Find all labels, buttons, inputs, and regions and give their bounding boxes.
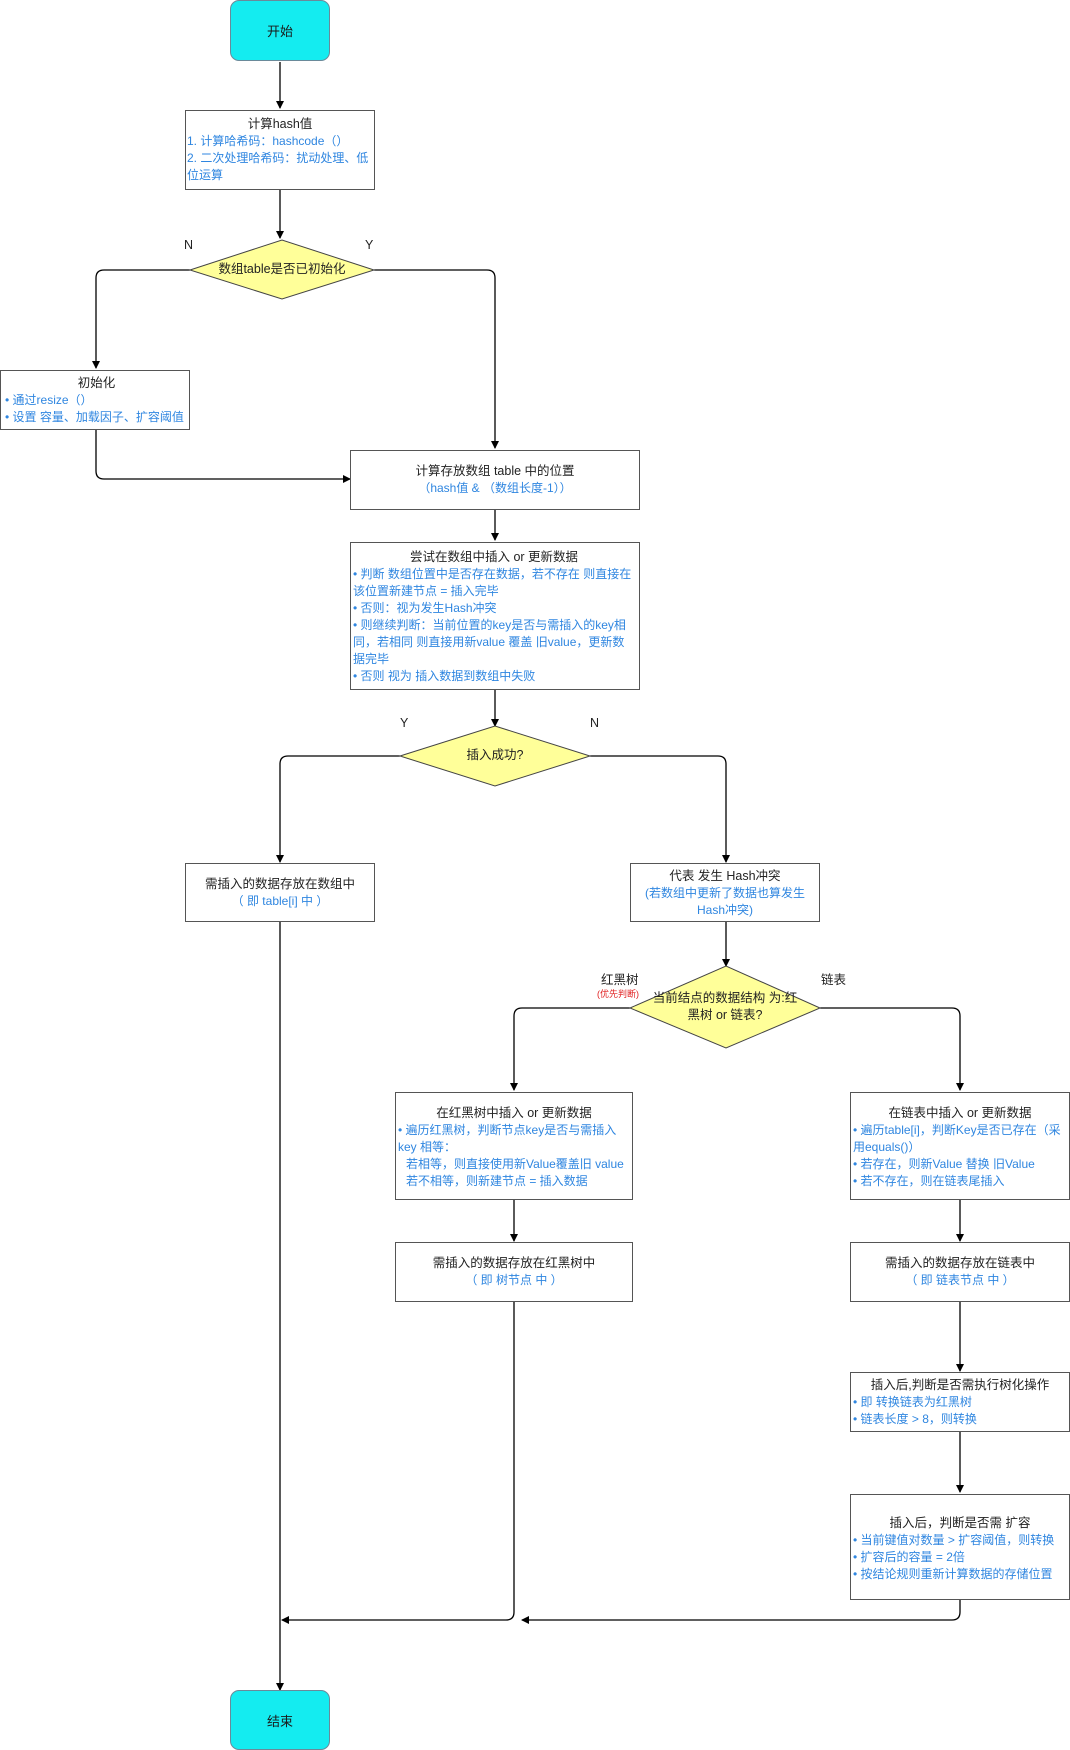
list-insert-line-3: • 若不存在，则在链表尾插入 (853, 1174, 1005, 1188)
try-insert-title: 尝试在数组中插入 or 更新数据 (409, 550, 579, 564)
arrow-struct-to-rb (510, 1007, 630, 1091)
arrow-decision-to-init (92, 269, 190, 369)
try-insert-box: 尝试在数组中插入 or 更新数据 • 判断 数组位置中是否存在数据，若不存在 则… (350, 542, 640, 690)
decision-init-text: 数组table是否已初始化 (218, 262, 346, 276)
try-insert-line-4: • 否则 视为 插入数据到数组中失败 (353, 669, 536, 683)
try-insert-line-3: • 则继续判断：当前位置的key是否与需插入的key相同，若相同 则直接用新va… (353, 618, 626, 666)
hash-conflict-title: 代表 发生 Hash冲突 (669, 869, 781, 883)
resize-box: 插入后，判断是否需 扩容 • 当前键值对数量 > 扩容阈值，则转换 • 扩容后的… (850, 1494, 1070, 1600)
init-line-2: • 设置 容量、加载因子、扩容阈值 (5, 410, 184, 424)
init-box: 初始化 • 通过resize（） • 设置 容量、加载因子、扩容阈值 (0, 370, 190, 430)
store-list-box: 需插入的数据存放在链表中 （ 即 链表节点 中 ） (850, 1242, 1070, 1302)
store-rb-sub: （ 即 树节点 中 ） (465, 1273, 563, 1287)
calc-pos-title: 计算存放数组 table 中的位置 (415, 464, 575, 478)
start-node: 开始 (230, 0, 330, 61)
store-list-title: 需插入的数据存放在链表中 (884, 1256, 1035, 1270)
list-insert-title: 在链表中插入 or 更新数据 (888, 1106, 1032, 1120)
decision-init-no-label: N (184, 238, 194, 252)
arrow-rb-merge (281, 1302, 515, 1624)
arrow-success-to-conflict (590, 755, 730, 863)
decision-struct-right-label: 链表 (821, 973, 847, 987)
decision-init-yes-label: Y (365, 238, 374, 252)
rb-insert-line-1: • 遍历红黑树，判断节点key是否与需插入key 相等： (398, 1123, 617, 1154)
resize-line-2: • 扩容后的容量 = 2倍 (853, 1550, 965, 1564)
try-insert-line-2: • 否则：视为发生Hash冲突 (353, 601, 497, 615)
calc-pos-box: 计算存放数组 table 中的位置 （hash值 & （数组长度-1）） (350, 450, 640, 510)
list-insert-line-1: • 遍历table[i]，判断Key是否已存在（采用equals()） (853, 1123, 1061, 1154)
store-array-box: 需插入的数据存放在数组中 （ 即 table[i] 中 ） (185, 863, 375, 922)
hash-conflict-box: 代表 发生 Hash冲突 (若数组中更新了数据也算发生Hash冲突) (630, 863, 820, 922)
decision-struct-left-note: (优先判断) (597, 989, 639, 999)
resize-line-1: • 当前键值对数量 > 扩容阈值，则转换 (853, 1533, 1055, 1547)
decision-struct-text: 当前结点的数据结构 为:红黑树 or 链表? (652, 991, 798, 1022)
arrow-success-to-array (276, 755, 400, 863)
list-insert-box: 在链表中插入 or 更新数据 • 遍历table[i]，判断Key是否已存在（采… (850, 1092, 1070, 1200)
start-label: 开始 (266, 24, 293, 39)
store-rb-box: 需插入的数据存放在红黑树中 （ 即 树节点 中 ） (395, 1242, 633, 1302)
decision-init-shape (188, 239, 376, 300)
hash-conflict-sub: (若数组中更新了数据也算发生Hash冲突) (645, 886, 805, 917)
try-insert-line-1: • 判断 数组位置中是否存在数据，若不存在 则直接在该位置新建节点 = 插入完毕 (353, 567, 632, 598)
rb-insert-box: 在红黑树中插入 or 更新数据 • 遍历红黑树，判断节点key是否与需插入key… (395, 1092, 633, 1200)
calc-hash-line-1: 1. 计算哈希码：hashcode（） (187, 134, 349, 148)
arrow-struct-to-list (820, 1007, 964, 1091)
calc-pos-sub: （hash值 & （数组长度-1）） (418, 481, 572, 495)
rb-insert-line-3: 若不相等，则新建节点 = 插入数据 (406, 1174, 588, 1188)
calc-hash-line-2: 2. 二次处理哈希码：扰动处理、低位运算 (187, 151, 369, 182)
arrow-decision-to-pos (374, 269, 499, 449)
end-node: 结束 (230, 1690, 330, 1750)
store-list-sub: （ 即 链表节点 中 ） (905, 1273, 1015, 1287)
decision-success-shape (398, 725, 592, 787)
calc-hash-title: 计算hash值 (247, 117, 313, 131)
init-line-1: • 通过resize（） (5, 393, 93, 407)
end-label: 结束 (266, 1713, 293, 1729)
decision-struct-left-label: 红黑树 (601, 973, 639, 987)
treeify-box: 插入后,判断是否需执行树化操作 • 即 转换链表为红黑树 • 链表长度 > 8，… (850, 1372, 1070, 1432)
arrow-init-to-pos (95, 430, 351, 483)
list-insert-line-2: • 若存在，则新Value 替换 旧Value (853, 1157, 1035, 1171)
decision-success-no-label: N (590, 716, 600, 730)
init-title: 初始化 (77, 376, 116, 390)
store-array-sub: （ 即 table[i] 中 ） (231, 894, 329, 908)
rb-insert-line-2: 若相等，则直接使用新Value覆盖旧 value (406, 1157, 624, 1171)
treeify-line-1: • 即 转换链表为红黑树 (853, 1395, 972, 1409)
store-rb-title: 需插入的数据存放在红黑树中 (432, 1256, 596, 1270)
calc-hash-box: 计算hash值 1. 计算哈希码：hashcode（） 2. 二次处理哈希码：扰… (185, 110, 375, 190)
decision-success-text: 插入成功? (466, 748, 524, 762)
resize-title: 插入后，判断是否需 扩容 (889, 1516, 1031, 1530)
rb-insert-title: 在红黑树中插入 or 更新数据 (436, 1106, 592, 1120)
decision-success-yes-label: Y (400, 716, 409, 730)
arrow-resize-merge (521, 1600, 961, 1624)
treeify-title: 插入后,判断是否需执行树化操作 (870, 1378, 1050, 1392)
resize-line-3: • 按结论规则重新计算数据的存储位置 (853, 1567, 1053, 1581)
decision-struct-shape (628, 965, 822, 1049)
store-array-title: 需插入的数据存放在数组中 (204, 877, 355, 891)
treeify-line-2: • 链表长度 > 8，则转换 (853, 1412, 977, 1426)
